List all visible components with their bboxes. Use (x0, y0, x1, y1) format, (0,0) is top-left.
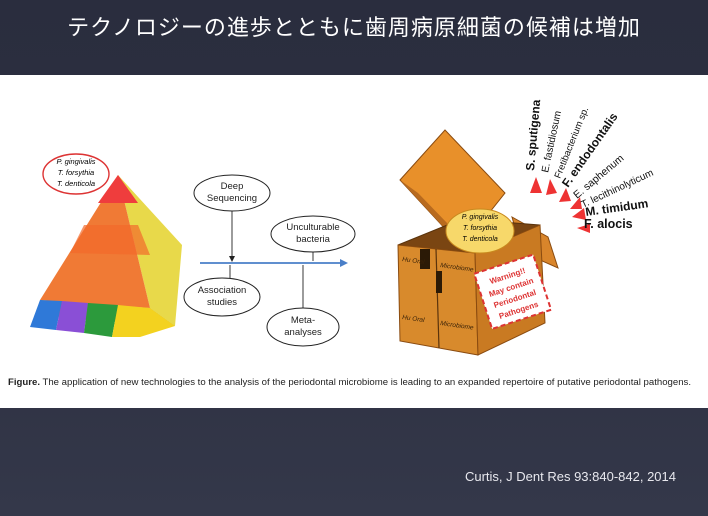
citation: Curtis, J Dent Res 93:840-842, 2014 (464, 469, 676, 484)
technology-flow: Deep Sequencing Unculturable bacteria As… (183, 174, 356, 347)
box-label-oval (445, 208, 515, 254)
association-label-2: studies (207, 297, 237, 308)
deep-sequencing-label-2: Sequencing (207, 193, 257, 204)
association-node (183, 277, 261, 317)
pyramid-label-3: T. denticola (57, 179, 95, 188)
box-side-text-2: Microbiome (440, 262, 475, 274)
caption-text: The application of new technologies to t… (42, 377, 692, 388)
deep-sequencing-label-1: Deep (221, 181, 244, 192)
box-side-text-4: Microbiome (440, 320, 475, 332)
pyramid-label-oval (42, 153, 110, 195)
unculturable-label-2: bacteria (296, 234, 331, 245)
figure-caption: Figure. The application of new technolog… (8, 377, 698, 389)
box-label-2: T. forsythia (463, 225, 497, 232)
box-label-3: T. denticola (462, 236, 498, 243)
warning-label: Warning!! May contain Periodontal Pathog… (472, 253, 553, 331)
meta-label-1: Meta- (291, 315, 315, 326)
slide-title: テクノロジーの進歩とともに歯周病原細菌の候補は増加 (67, 16, 641, 41)
box-side-text-3: Hu Oral (402, 314, 426, 324)
emerging-pathogens: S. sputigena E. fastidiosum Fretibacteri… (523, 99, 655, 233)
unculturable-label-1: Unculturable (286, 222, 339, 233)
pathogen-s-sputigena: S. sputigena (523, 99, 543, 172)
box-side-text-1: Hu Oral (402, 256, 426, 266)
caption-label: Figure. (8, 377, 40, 388)
pyramid-label-1: P. gingivalis (56, 157, 95, 166)
pathogen-f-alocis: F. alocis (584, 217, 633, 231)
figure-panel: P. gingivalis T. forsythia T. denticola … (0, 75, 708, 408)
association-label-1: Association (198, 285, 247, 296)
figure-diagram: P. gingivalis T. forsythia T. denticola … (30, 99, 655, 356)
pyramid-label-2: T. forsythia (58, 168, 94, 177)
pyramid: P. gingivalis T. forsythia T. denticola (30, 153, 182, 337)
meta-label-2: analyses (284, 327, 322, 338)
box-label-1: P. gingivalis (462, 214, 499, 221)
microbiome-box: P. gingivalis T. forsythia T. denticola … (397, 129, 559, 356)
